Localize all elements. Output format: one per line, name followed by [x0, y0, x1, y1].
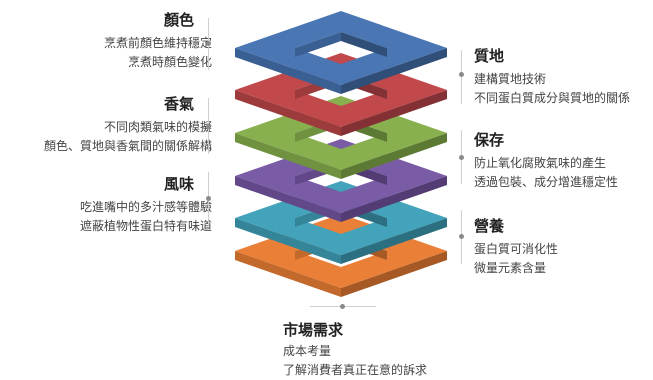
label-color-title: 顏色: [163, 11, 194, 29]
connector-color-dot: [206, 41, 211, 46]
layer-color-inner-wall-left: [295, 32, 341, 57]
label-aroma-line-1: 不同肉類氣味的模擬: [103, 120, 212, 134]
label-preserve-title: 保存: [474, 131, 505, 149]
layer-nutrition-right-face: [341, 251, 447, 297]
label-texture-line-2: 不同蛋白質成分與質地的關係: [474, 91, 631, 105]
label-flavor: 風味 吃進嘴中的多汁感等體驗 遮蔽植物性蛋白特有味道: [80, 174, 212, 236]
layer-texture-left-face: [235, 90, 341, 136]
label-color: 顏色 烹煮前顏色維持穩定 烹煮時顏色變化: [104, 10, 212, 72]
connector-texture-dot: [459, 72, 464, 77]
layer-nutrition-left-face: [235, 251, 341, 297]
label-flavor-title: 風味: [163, 175, 194, 193]
label-nutrition: 營養 蛋白質可消化性 微量元素含量: [474, 216, 558, 278]
layer-flavor-left-face: [235, 218, 341, 264]
label-nutrition-line-2: 微量元素含量: [474, 261, 547, 275]
label-texture-title: 質地: [474, 47, 505, 65]
connector-nutrition-dot: [459, 234, 464, 239]
label-color-line-1: 烹煮前顏色維持穩定: [103, 36, 212, 50]
layer-color: [235, 11, 447, 94]
label-market-line-2: 了解消費者真正在意的訴求: [283, 363, 428, 377]
layer-preserve-right-face: [341, 176, 447, 222]
layer-aroma-left-face: [235, 133, 341, 179]
label-market-line-1: 成本考量: [283, 344, 332, 358]
label-aroma-line-2: 顏色、質地與香氣間的關係解構: [43, 139, 212, 153]
layer-color-right-face: [341, 48, 447, 94]
connector-market-dot: [340, 304, 345, 309]
label-preserve-line-2: 透過包裝、成分增進穩定性: [474, 175, 619, 189]
label-texture-line-1: 建構質地技術: [474, 72, 547, 86]
label-color-line-2: 烹煮時顏色變化: [127, 55, 212, 69]
layer-texture-right-face: [341, 90, 447, 136]
label-preserve: 保存 防止氧化腐敗氣味的產生 透過包裝、成分增進穩定性: [474, 130, 618, 192]
layer-aroma-right-face: [341, 133, 447, 179]
label-flavor-line-1: 吃進嘴中的多汁感等體驗: [79, 200, 212, 214]
label-preserve-line-1: 防止氧化腐敗氣味的產生: [474, 156, 607, 170]
label-aroma-title: 香氣: [163, 95, 194, 113]
label-aroma: 香氣 不同肉類氣味的模擬 顏色、質地與香氣間的關係解構: [44, 94, 212, 156]
label-market: 市場需求 成本考量 了解消費者真正在意的訴求: [283, 320, 427, 380]
layer-color-top: [235, 11, 447, 85]
layer-color-inner-wall-right: [341, 32, 387, 57]
connector-texture: [461, 50, 462, 104]
layer-color-left-face: [235, 48, 341, 94]
layer-flavor-right-face: [341, 218, 447, 264]
label-texture: 質地 建構質地技術 不同蛋白質成分與質地的關係: [474, 46, 630, 108]
label-nutrition-line-1: 蛋白質可消化性: [474, 242, 559, 256]
label-nutrition-title: 營養: [474, 217, 505, 235]
connector-aroma-dot: [206, 124, 211, 129]
label-market-title: 市場需求: [283, 321, 344, 339]
connector-flavor-dot: [206, 196, 211, 201]
connector-preserve-dot: [459, 155, 464, 160]
label-flavor-line-2: 遮蔽植物性蛋白特有味道: [79, 219, 212, 233]
layer-preserve-left-face: [235, 176, 341, 222]
